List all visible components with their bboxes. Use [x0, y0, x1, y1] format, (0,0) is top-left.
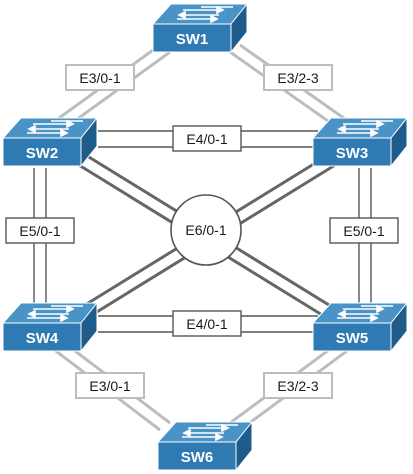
- label-box-sw3-sw5: E5/0-1: [329, 217, 399, 244]
- switch-sw6[interactable]: SW6: [157, 421, 253, 471]
- link-label-sw4-sw5: E4/0-1: [186, 316, 227, 332]
- label-box-sw5-sw6: E3/2-3: [263, 372, 333, 399]
- label-box-sw1-sw3: E3/2-3: [263, 64, 333, 91]
- switch-label: SW6: [181, 449, 214, 466]
- link-label-sw2-sw4: E5/0-1: [19, 223, 60, 239]
- switch-label: SW4: [26, 330, 59, 347]
- link-label-center: E6/0-1: [185, 222, 226, 238]
- link-label-sw4-sw6: E3/0-1: [89, 378, 130, 394]
- label-box-sw2-sw4: E5/0-1: [5, 217, 75, 244]
- link-label-sw3-sw5: E5/0-1: [343, 223, 384, 239]
- label-box-sw4-sw5: E4/0-1: [172, 310, 242, 337]
- label-box-sw2-sw3: E4/0-1: [172, 125, 242, 152]
- switch-sw1[interactable]: SW1: [152, 3, 248, 53]
- switch-label: SW1: [176, 31, 209, 48]
- link-label-sw5-sw6: E3/2-3: [277, 378, 318, 394]
- switch-sw3[interactable]: SW3: [312, 117, 408, 167]
- label-circle-center: E6/0-1: [170, 194, 242, 266]
- link-label-sw1-sw2: E3/0-1: [79, 70, 120, 86]
- label-box-sw4-sw6: E3/0-1: [75, 372, 145, 399]
- label-box-sw1-sw2: E3/0-1: [65, 64, 135, 91]
- switch-label: SW5: [336, 330, 369, 347]
- switch-sw4[interactable]: SW4: [2, 302, 98, 352]
- switch-sw2[interactable]: SW2: [2, 117, 98, 167]
- switch-label: SW2: [26, 145, 59, 162]
- link-label-sw2-sw3: E4/0-1: [186, 131, 227, 147]
- switch-sw5[interactable]: SW5: [312, 302, 408, 352]
- link-label-sw1-sw3: E3/2-3: [277, 70, 318, 86]
- switch-label: SW3: [336, 145, 369, 162]
